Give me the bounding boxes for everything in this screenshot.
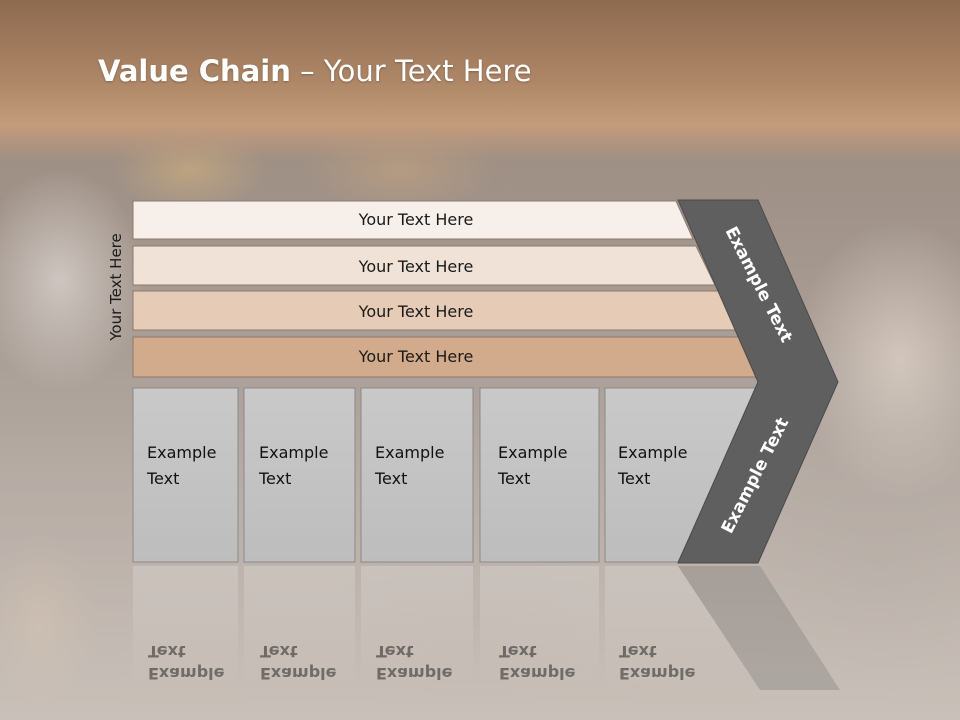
reflection-text-3: Example bbox=[376, 664, 453, 683]
box-1-shape bbox=[132, 387, 239, 563]
box-4-shape bbox=[479, 387, 600, 563]
box-1-line2: Text bbox=[146, 469, 179, 488]
reflection-box-3 bbox=[361, 566, 473, 686]
box-4-line2: Text bbox=[497, 469, 530, 488]
chevron-arrow: Example Text Example Text bbox=[677, 199, 839, 564]
reflection-text-3b: Text bbox=[376, 642, 414, 661]
reflection-group: Example Text Example Text Example Text E… bbox=[133, 566, 840, 690]
reflection-box-4 bbox=[480, 566, 599, 686]
box-4-line1: Example bbox=[498, 443, 567, 462]
reflection-text-2b: Text bbox=[260, 642, 298, 661]
title-rest: – Your Text Here bbox=[290, 54, 532, 88]
boxes-group: Example Text Example Text Example Text E… bbox=[132, 387, 759, 563]
reflection-text-4: Example bbox=[499, 664, 576, 683]
box-5: Example Text bbox=[604, 387, 759, 563]
reflection-text-5: Example bbox=[619, 664, 696, 683]
chevron-shape bbox=[677, 199, 839, 564]
reflection-box-2 bbox=[244, 566, 355, 686]
box-2-shape bbox=[243, 387, 356, 563]
bar-2-label: Your Text Here bbox=[358, 257, 474, 276]
header-band bbox=[0, 0, 960, 160]
bar-4: Your Text Here bbox=[132, 336, 765, 378]
reflection-box-1 bbox=[133, 566, 238, 686]
box-5-line1: Example bbox=[618, 443, 687, 462]
box-4: Example Text bbox=[479, 387, 600, 563]
reflection-chevron bbox=[678, 566, 840, 690]
bar-1-shape bbox=[132, 200, 694, 240]
box-2-line2: Text bbox=[258, 469, 291, 488]
box-3: Example Text bbox=[360, 387, 474, 563]
box-2: Example Text bbox=[243, 387, 356, 563]
reflection-text-5b: Text bbox=[619, 642, 657, 661]
box-2-line1: Example bbox=[259, 443, 328, 462]
bar-3: Your Text Here bbox=[132, 290, 740, 331]
bars-group: Your Text Here Your Text Here Your Text … bbox=[132, 200, 765, 378]
box-3-line1: Example bbox=[375, 443, 444, 462]
reflection-text-1b: Text bbox=[148, 642, 186, 661]
box-1: Example Text bbox=[132, 387, 239, 563]
reflection-text-4b: Text bbox=[499, 642, 537, 661]
bar-3-label: Your Text Here bbox=[358, 302, 474, 321]
title-bold: Value Chain bbox=[98, 54, 291, 88]
reflection-text-2: Example bbox=[260, 664, 337, 683]
box-3-shape bbox=[360, 387, 474, 563]
bar-2: Your Text Here bbox=[132, 245, 716, 286]
reflection-box-5 bbox=[605, 566, 760, 690]
box-3-line2: Text bbox=[374, 469, 407, 488]
bar-1: Your Text Here bbox=[132, 200, 694, 240]
reflection-text-1: Example bbox=[148, 664, 225, 683]
box-5-line2: Text bbox=[617, 469, 650, 488]
box-1-line1: Example bbox=[147, 443, 216, 462]
bar-1-label: Your Text Here bbox=[358, 210, 474, 229]
bar-4-label: Your Text Here bbox=[358, 347, 474, 366]
slide-title: Value Chain – Your Text Here bbox=[98, 54, 532, 88]
